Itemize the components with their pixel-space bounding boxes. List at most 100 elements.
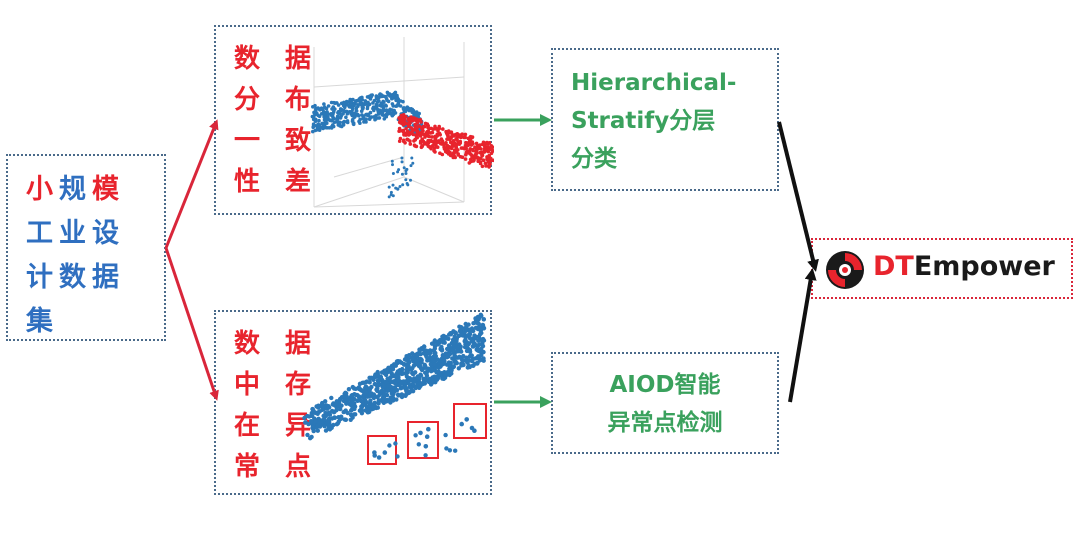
scatter-point (368, 398, 373, 403)
scatter-point (476, 354, 481, 359)
scatter-point (386, 367, 391, 372)
scatter-point (463, 334, 468, 339)
scatter-point-blue (384, 114, 389, 119)
scatter-point-red (399, 113, 404, 118)
scatter-point (409, 366, 414, 371)
scatter-point-blue (401, 99, 405, 104)
scatter-point (372, 381, 377, 387)
scatter-point-red (460, 155, 465, 159)
anomaly-point (418, 430, 423, 436)
scatter-point (329, 395, 334, 401)
scatter-point-blue (390, 108, 394, 112)
scatter-point-blue (360, 104, 364, 109)
scatter-point-blue (317, 114, 322, 119)
scatter-point (302, 415, 307, 421)
scatter-point-blue (337, 111, 342, 116)
scatter-point (477, 325, 482, 330)
grid-line (313, 176, 405, 208)
scatter-point-blue (391, 163, 394, 167)
distribution-box: 数 据分 布一 致性 差 (214, 25, 494, 215)
scatter-point (464, 355, 469, 360)
scatter-point-red (415, 121, 420, 125)
scatter-point (327, 412, 333, 417)
scatter-point-blue (326, 112, 330, 116)
scatter-point (472, 342, 477, 348)
scatter-point-blue (374, 113, 378, 118)
scatter-point (428, 382, 434, 387)
scatter-point (362, 391, 367, 396)
scatter-point-blue (390, 102, 395, 106)
anomaly-point (472, 428, 477, 433)
scatter-point-blue (345, 119, 350, 123)
scatter-point (481, 358, 486, 363)
scatter-point-red (476, 158, 481, 162)
scatter-point (427, 351, 432, 356)
scatter-point-red (425, 130, 429, 134)
scatter-point-red (454, 145, 459, 149)
scatter-point-red (487, 163, 492, 167)
scatter-point-blue (331, 105, 336, 109)
scatter-point (322, 424, 327, 429)
scatter-point (453, 360, 458, 365)
scatter-point (377, 392, 382, 397)
hierarchical-stratify-label: Hierarchical-Stratify分层分类 (571, 64, 736, 178)
scatter-point-blue (365, 95, 370, 99)
scatter-point (477, 358, 483, 363)
scatter-point (457, 354, 462, 359)
scatter-point-red (426, 144, 431, 148)
anomaly-label-line: 在 异 (234, 411, 320, 441)
scatter-point-red (462, 146, 467, 151)
scatter-point (391, 389, 397, 394)
scatter-point-blue (393, 90, 398, 95)
scatter-point-blue (371, 101, 375, 105)
scatter-point-blue (342, 100, 346, 105)
scatter-point (378, 374, 383, 379)
scatter-point (435, 342, 440, 347)
scatter-point-blue (401, 183, 405, 187)
scatter-point (315, 423, 320, 428)
scatter-point (324, 412, 329, 417)
scatter-point (405, 378, 410, 383)
scatter-point (395, 369, 400, 374)
scatter-point (457, 342, 462, 347)
scatter-point (343, 417, 349, 422)
scatter-point (475, 320, 480, 326)
scatter-point (348, 417, 353, 422)
scatter-point-red (401, 116, 405, 120)
scatter-point-blue (333, 101, 338, 105)
scatter-point (432, 374, 437, 379)
scatter-point (440, 334, 445, 339)
scatter-point (452, 340, 457, 345)
scatter-point (424, 354, 429, 360)
scatter-point-blue (387, 185, 391, 189)
scatter-point-blue (316, 122, 320, 127)
scatter-point (404, 357, 409, 362)
scatter-point (385, 383, 391, 388)
outlier-point (393, 441, 398, 446)
scatter-point (343, 390, 348, 395)
scatter-point-red (484, 164, 488, 168)
scatter-point (467, 335, 472, 341)
scatter-point (465, 360, 470, 365)
scatter-point-red (490, 149, 494, 153)
scatter-point-red (430, 135, 434, 139)
scatter-point-blue (342, 120, 347, 124)
scatter-point (440, 353, 445, 358)
scatter-point (374, 387, 379, 392)
scatter-point (445, 346, 450, 352)
outlier-point (413, 433, 418, 438)
scatter-point-blue (318, 108, 322, 112)
scatter-point (349, 393, 354, 398)
scatter-point-blue (344, 115, 348, 120)
scatter-point (335, 421, 340, 426)
scatter-point-blue (386, 111, 390, 115)
distribution-label-line: 性 差 (234, 167, 320, 197)
scatter-point-blue (370, 93, 374, 97)
scatter-point-blue (394, 98, 398, 103)
scatter-point (413, 361, 419, 367)
scatter-point (325, 418, 330, 424)
scatter-point-blue (384, 104, 388, 108)
scatter-point (423, 364, 428, 369)
scatter-point-blue (345, 103, 350, 107)
scatter-point (315, 428, 320, 433)
